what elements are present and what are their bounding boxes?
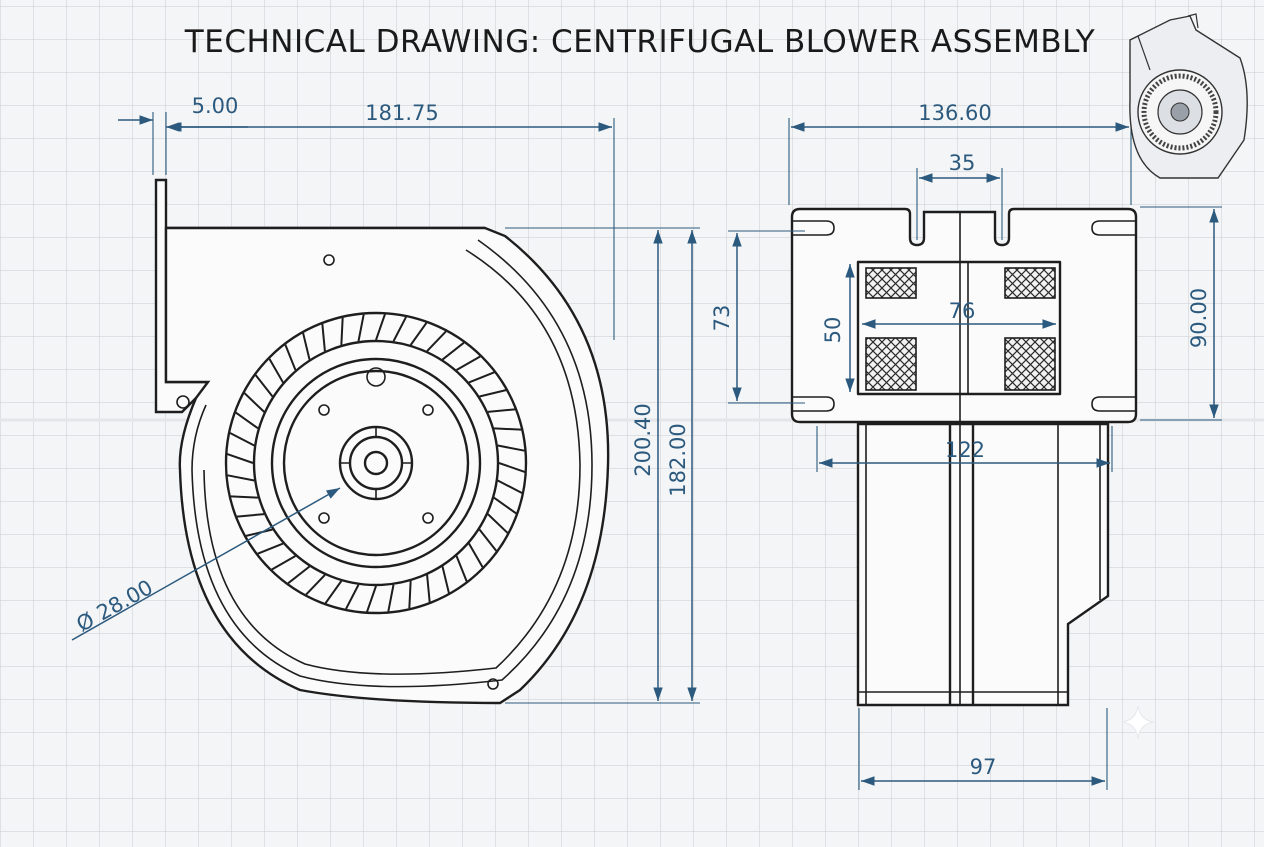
impeller-blade [235,411,259,430]
impeller-blade [387,584,395,612]
impeller-blade [392,316,407,342]
impeller-blade [345,584,360,610]
impeller-blade [455,555,468,582]
impeller-blade [426,330,447,352]
impeller-blade [497,444,525,452]
impeller-blade [340,317,344,346]
impeller-blade [478,528,498,552]
impeller-blade [479,389,507,398]
impeller-blade [408,580,412,609]
impeller-blade [498,462,526,473]
hatched-section-4 [1004,337,1056,391]
impeller-blade [493,427,522,431]
flange-slot-bottom-left [792,396,835,412]
impeller-blade [426,574,431,603]
impeller-blade [302,332,311,360]
dim-opening-height: 50 [821,317,845,344]
impeller-blade [321,323,326,352]
flange-slot-top-left [792,220,835,236]
impeller-blade [245,528,273,537]
impeller-blade [236,513,265,518]
dim-overall-width: 181.75 [365,101,438,125]
impeller-blade [243,392,265,413]
dim-opening-width: 76 [949,299,976,323]
dim-side-overall-width: 136.60 [918,101,991,125]
side-view [790,207,1138,707]
dim-outlet-height: 73 [710,305,734,332]
impeller-blade [229,432,255,447]
hatched-section-2 [1004,267,1056,299]
outlet-opening [856,260,1062,396]
housing-screw-top [323,254,335,266]
impeller-blade [468,543,484,568]
impeller-blade [375,313,386,341]
impeller-blade [366,585,377,613]
impeller-blade [493,496,517,515]
impeller-blade [227,474,255,482]
housing-screw-bottom [487,678,499,690]
impeller-blade [305,574,326,596]
dim-housing-height: 182.00 [666,423,690,496]
impeller-blade [268,358,284,383]
impeller-blade [357,314,365,342]
flange-slot-top-right [1091,220,1136,236]
dim-overall-height: 200.40 [631,403,655,476]
impeller-blade [497,479,523,494]
impeller-blade [271,555,296,571]
impeller-blade [409,322,428,346]
impeller-blade [487,513,509,534]
sparkle-icon [1121,705,1155,739]
front-view [154,178,610,705]
impeller-blade [441,566,450,594]
motor-body [856,422,1110,707]
drawing-title: TECHNICAL DRAWING: CENTRIFUGAL BLOWER AS… [184,24,1095,60]
hatched-section-1 [865,267,917,299]
impeller-blade [441,341,465,361]
impeller-blade [230,495,259,499]
flange-slot-bottom-right [1091,396,1136,412]
blower-3d-preview-icon [1129,13,1248,179]
impeller-blade [487,408,516,413]
impeller-blade [456,355,481,371]
impeller-blade [254,374,274,398]
impeller-blade [468,371,495,384]
impeller-blade [324,580,343,604]
flange-hole [176,395,190,409]
dim-slot-spacing: 35 [949,151,976,175]
side-view-dimensions: 136.60 35 73 90.00 50 76 122 97 [710,101,1222,790]
impeller-blade [226,453,254,464]
shaft-bore [363,450,389,476]
impeller-blades [226,313,526,613]
impeller-blade [287,565,311,585]
dim-flange-height: 90.00 [1187,288,1211,348]
dim-body-width: 122 [945,438,985,462]
impeller-blade [284,344,297,371]
balance-hole [366,367,386,387]
dim-flange-thickness: 5.00 [192,94,239,118]
impeller-blade [257,542,284,555]
dim-motor-width: 97 [970,755,997,779]
hatched-section-3 [865,337,917,391]
